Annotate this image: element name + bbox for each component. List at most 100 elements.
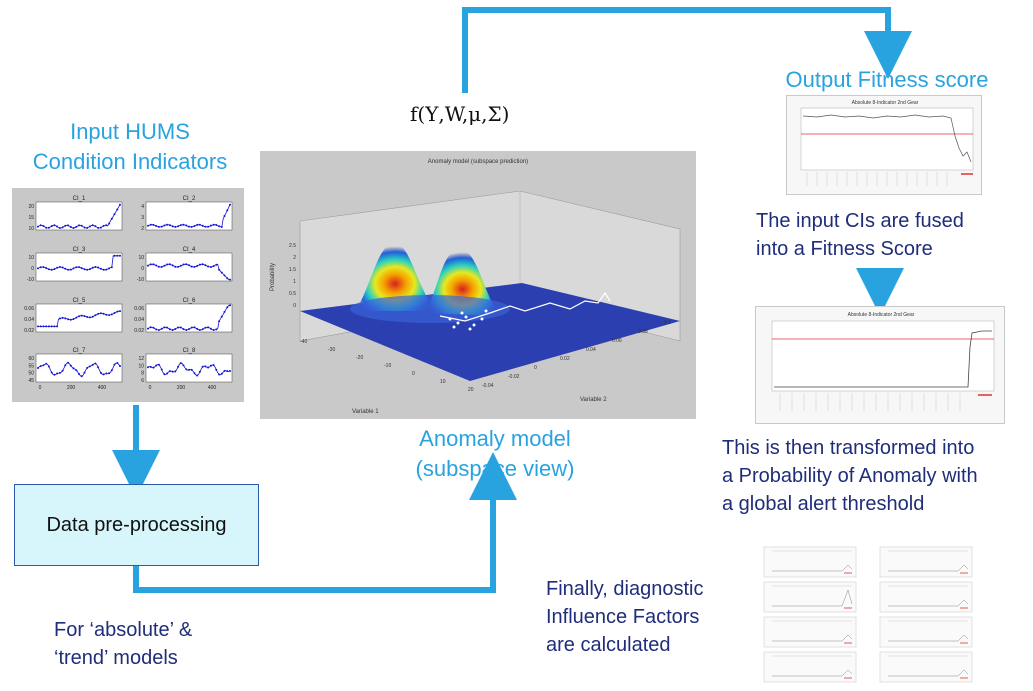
ci-point: [223, 274, 226, 277]
ci-point: [223, 215, 226, 217]
ci-point: [163, 373, 166, 376]
arrow-preprocessing-to-model: [133, 452, 517, 593]
ci-ytick: 10: [28, 255, 34, 261]
ci-point: [61, 266, 64, 269]
ci-point: [209, 224, 212, 227]
ci-ytick: 15: [28, 215, 34, 221]
ci-point: [116, 208, 119, 211]
probability-series: [774, 330, 992, 388]
observation-points: [448, 309, 488, 331]
ci-point: [188, 264, 190, 267]
ci-plot: CI_50.060.040.02: [24, 298, 123, 334]
ci-point: [67, 318, 70, 321]
ci-ytick: 4: [141, 204, 144, 210]
anomaly-xtick: 0: [412, 371, 415, 377]
influence-factor-thumb: [763, 581, 857, 613]
diagnostic-note-line2: Influence Factors: [546, 606, 700, 628]
probability-chart: Absolute 8-Indicator 2nd Gear: [755, 306, 1005, 424]
ci-point: [83, 315, 86, 318]
ci-point: [196, 264, 199, 267]
fitness-series: [802, 114, 972, 163]
ci-point: [58, 227, 61, 229]
ci-point: [91, 224, 94, 227]
ci-point: [53, 373, 56, 376]
ci-point: [201, 328, 204, 331]
ci-point: [69, 268, 72, 271]
influence-factor-svg: [763, 546, 973, 683]
ci-point: [196, 223, 199, 226]
ci-point: [45, 325, 48, 328]
fitness-score-svg: Absolute 8-Indicator 2nd Gear: [800, 100, 974, 186]
ci-point: [147, 366, 149, 369]
ci-point: [155, 328, 158, 331]
ci-point: [149, 365, 152, 368]
ci-point: [50, 371, 53, 374]
ci-point: [116, 254, 119, 257]
ci-point: [220, 225, 223, 228]
fused-note: The input CIs are fused into a Fitness S…: [756, 207, 964, 263]
ci-point: [58, 266, 61, 268]
ci-point: [218, 320, 221, 323]
ci-point: [152, 326, 155, 329]
anomaly-caption-line2: (subspace view): [415, 456, 575, 481]
anomaly-ytick: 0.08: [638, 329, 648, 335]
arrow-formula-to-output: [462, 7, 912, 93]
ci-point: [75, 225, 78, 228]
ci-point: [171, 225, 174, 228]
ci-ytick: 10: [138, 255, 144, 261]
ci-point: [110, 266, 113, 269]
diagnostic-note: Finally, diagnostic Influence Factors ar…: [546, 575, 703, 659]
ci-point: [42, 325, 45, 328]
ci-ytick: 0.04: [24, 317, 34, 323]
ci-point: [37, 325, 39, 328]
ci-point: [229, 203, 231, 206]
ci-point: [149, 326, 152, 329]
ci-point: [168, 370, 171, 373]
ci-point: [157, 329, 160, 331]
ci-ytick: 0.06: [134, 306, 144, 312]
fitness-score-chart: Absolute 8-Indicator 2nd Gear: [786, 95, 982, 195]
ci-xtick: 0: [149, 385, 152, 391]
ci-point: [61, 369, 64, 372]
ci-point: [108, 267, 111, 270]
ci-point: [198, 370, 201, 373]
ci-point: [45, 267, 48, 270]
ci-point: [166, 372, 169, 375]
anomaly-ytick: 0.06: [612, 338, 622, 344]
fitness-chart-title: Absolute 8-Indicator 2nd Gear: [852, 100, 919, 106]
ci-point: [78, 315, 80, 318]
anomaly-surface-plot: Anomaly model (subspace prediction) Prob…: [260, 151, 696, 419]
ci-point: [157, 225, 160, 228]
ci-point: [218, 225, 221, 228]
ci-plot-title: CI_3: [73, 247, 86, 253]
anomaly-xtick: 20: [468, 387, 474, 393]
ci-point: [207, 326, 210, 329]
ci-point: [188, 225, 190, 228]
ci-point: [168, 328, 171, 331]
ci-plot: CI_60.060.040.02: [134, 298, 233, 334]
influence-factor-thumb: [879, 581, 973, 613]
ci-point: [102, 268, 105, 271]
ci-point: [108, 222, 111, 225]
ci-point: [97, 312, 100, 315]
ci-ytick: 3: [141, 215, 144, 221]
ci-point: [42, 266, 45, 269]
ci-point: [160, 327, 163, 330]
ci-point: [174, 265, 177, 268]
ci-point: [86, 366, 89, 369]
ci-ytick: 10: [28, 226, 34, 232]
ci-point: [204, 225, 207, 228]
ci-point: [204, 365, 207, 368]
ci-point: [64, 364, 67, 367]
ci-point: [182, 364, 185, 367]
observation-trail: [439, 291, 611, 322]
ci-point: [179, 264, 182, 267]
influence-factor-charts: [760, 545, 980, 686]
ci-point: [193, 225, 196, 227]
ci-point: [147, 264, 149, 267]
ci-point: [39, 325, 42, 328]
anomaly-xlabel: Variable 1: [352, 409, 379, 415]
ci-plot-title: CI_6: [183, 298, 196, 304]
ci-point: [223, 369, 226, 372]
